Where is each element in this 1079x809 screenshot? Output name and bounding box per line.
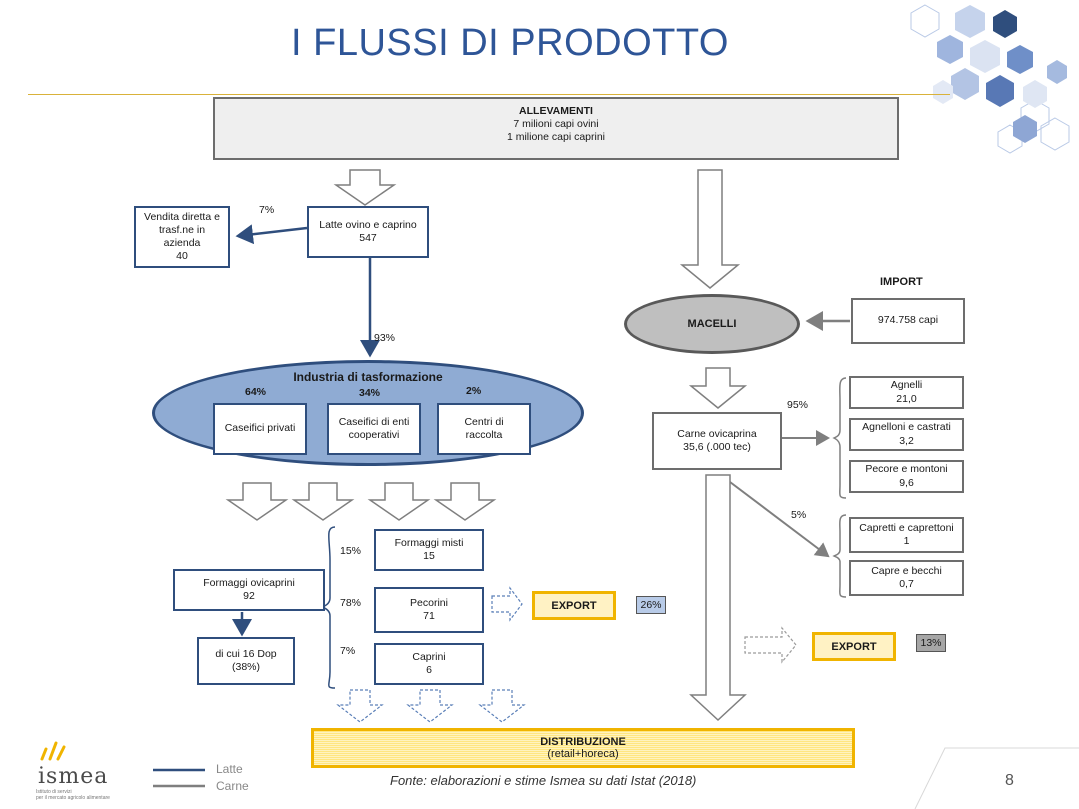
cooperativi-pct: 34% <box>359 387 381 399</box>
carne-label: Carne ovicaprina <box>677 427 757 440</box>
allevamenti-line2: 1 milione capi caprini <box>506 131 606 144</box>
privati-pct: 64% <box>245 386 267 398</box>
export-latte-box: EXPORT <box>532 591 616 620</box>
agnelli-value: 21,0 <box>896 392 917 405</box>
pecore-value: 9,6 <box>899 476 914 489</box>
title-divider <box>28 94 950 95</box>
agnelli-box: Agnelli 21,0 <box>849 376 964 409</box>
capre-box: Capre e becchi 0,7 <box>849 560 964 596</box>
dop-box: di cui 16 Dop (38%) <box>197 637 295 685</box>
legend-latte: Latte <box>216 762 243 776</box>
centri-raccolta-box: Centri di raccolta <box>437 403 531 455</box>
pecorini-value: 71 <box>423 610 435 622</box>
formaggi-ovicaprini-label: Formaggi ovicaprini <box>203 576 295 589</box>
allevamenti-line1: 7 milioni capi ovini <box>513 118 599 131</box>
logo-sub-line1: Istituto di servizi <box>36 789 72 795</box>
caprini-label: Caprini <box>412 650 446 663</box>
formaggi-misti-label: Formaggi misti <box>394 536 464 549</box>
agnelloni-value: 3,2 <box>899 434 914 447</box>
capretti-label: Capretti e caprettoni <box>859 521 954 534</box>
capre-label: Capre e becchi <box>871 564 942 577</box>
distribuzione-box: DISTRIBUZIONE (retail+horeca) <box>311 728 855 768</box>
macelli-label: MACELLI <box>687 318 737 330</box>
raccolta-line2: raccolta <box>465 429 503 441</box>
pecore-label: Pecore e montoni <box>865 463 948 476</box>
cooperativi-line1: Caseifici di enti <box>338 415 410 428</box>
agnelloni-box: Agnelloni e castrati 3,2 <box>849 418 964 451</box>
export-carne-box: EXPORT <box>812 632 896 661</box>
page-title: I FLUSSI DI PRODOTTO <box>291 22 729 64</box>
vendita-pct: 7% <box>259 204 275 216</box>
caprini-value: 6 <box>426 664 432 676</box>
allevamenti-title: ALLEVAMENTI <box>519 105 593 117</box>
latte-box: Latte ovino e caprino 547 <box>307 206 429 258</box>
raccolta-pct: 2% <box>466 385 482 397</box>
formaggi-ovicaprini-value: 92 <box>243 590 255 602</box>
capretti-value: 1 <box>903 535 910 547</box>
source-note: Fonte: elaborazioni e stime Ismea su dat… <box>390 773 697 788</box>
pecorini-label: Pecorini <box>410 596 448 609</box>
allevamenti-box: ALLEVAMENTI 7 milioni capi ovini 1 milio… <box>213 97 899 160</box>
vendita-line2: trasf.ne in <box>158 223 206 236</box>
distribuzione-sub: (retail+horeca) <box>547 748 619 760</box>
vendita-line1: Vendita diretta e <box>144 210 220 223</box>
legend-carne: Carne <box>216 779 249 793</box>
ismea-logo-sub: Istituto di servizi per il mercato agric… <box>36 789 126 801</box>
hexagon-decoration <box>910 4 1070 154</box>
pecore-box: Pecore e montoni 9,6 <box>849 460 964 493</box>
agnelloni-label: Agnelloni e castrati <box>862 421 951 434</box>
vendita-value: 40 <box>176 250 188 263</box>
caprini-box: Caprini 6 <box>374 643 484 685</box>
vendita-box: Vendita diretta e trasf.ne in azienda 40 <box>134 206 230 268</box>
latte-label: Latte ovino e caprino <box>319 218 417 231</box>
ismea-logo-text: ismea <box>38 764 109 789</box>
export-carne-pct: 13% <box>916 634 946 652</box>
import-value: 974.758 capi <box>877 314 939 327</box>
caseifici-privati-label: Caseifici privati <box>224 422 296 435</box>
caseifici-cooperativi-box: Caseifici di enti cooperativi <box>327 403 421 455</box>
distribuzione-title: DISTRIBUZIONE <box>540 736 626 748</box>
dop-label: di cui 16 Dop <box>215 647 277 660</box>
caseifici-privati-box: Caseifici privati <box>213 403 307 455</box>
carne-box: Carne ovicaprina 35,6 (.000 tec) <box>652 412 782 470</box>
raccolta-line1: Centri di <box>464 415 504 428</box>
formaggi-misti-value: 15 <box>423 550 435 562</box>
capretti-box: Capretti e caprettoni 1 <box>849 517 964 553</box>
pecorini-pct: 78% <box>340 597 362 609</box>
industria-title: Industria di tasformazione <box>293 370 443 384</box>
pct-95: 95% <box>787 399 809 411</box>
dop-value: (38%) <box>231 661 260 673</box>
formaggi-misti-box: Formaggi misti 15 <box>374 529 484 571</box>
vendita-line3: azienda <box>163 237 201 249</box>
cooperativi-line2: cooperativi <box>348 429 400 441</box>
industria-pct: 93% <box>374 332 396 344</box>
logo-sub-line2: per il mercato agricolo alimentare <box>36 794 110 801</box>
carne-value: 35,6 (.000 tec) <box>683 441 751 453</box>
macelli-ellipse: MACELLI <box>624 294 800 354</box>
formaggi-misti-pct: 15% <box>340 545 362 557</box>
agnelli-label: Agnelli <box>890 379 923 392</box>
pecorini-box: Pecorini 71 <box>374 587 484 633</box>
ismea-logo-icon <box>40 741 66 761</box>
pct-5: 5% <box>791 509 807 521</box>
page-number: 8 <box>1005 772 1014 789</box>
latte-value: 547 <box>359 232 377 244</box>
formaggi-ovicaprini-box: Formaggi ovicaprini 92 <box>173 569 325 611</box>
export-latte-pct: 26% <box>636 596 666 614</box>
capre-value: 0,7 <box>899 578 914 590</box>
import-box: 974.758 capi <box>851 298 965 344</box>
caprini-pct: 7% <box>340 645 356 657</box>
import-title: IMPORT <box>880 276 923 288</box>
